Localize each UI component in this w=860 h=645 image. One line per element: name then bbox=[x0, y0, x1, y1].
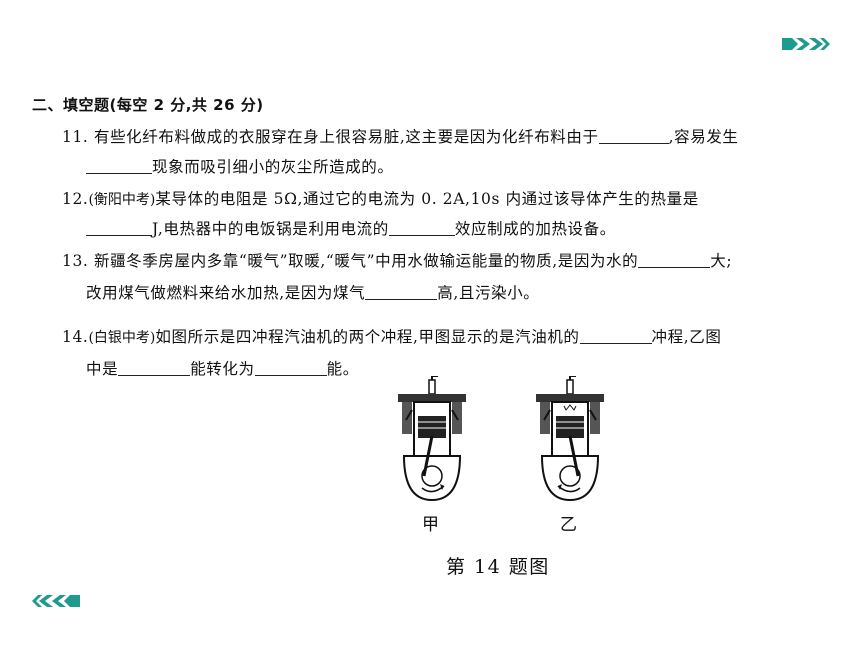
answer-blank[interactable] bbox=[388, 221, 455, 236]
answer-blank[interactable] bbox=[365, 285, 438, 300]
question-11-line-2: 现象而吸引细小的灰尘所造成的。 bbox=[86, 155, 394, 177]
question-source: (白银中考) bbox=[88, 330, 156, 346]
answer-blank[interactable] bbox=[579, 329, 652, 344]
answer-blank[interactable] bbox=[86, 159, 152, 174]
next-page-arrows-icon[interactable] bbox=[782, 37, 830, 51]
question-11-line-1: 11. 有些化纤布料做成的衣服穿在身上很容易脏,这主要是因为化纤布料由于,容易发… bbox=[62, 128, 739, 146]
question-source: (衡阳中考) bbox=[88, 192, 156, 208]
question-13-line-1: 13. 新疆冬季房屋内多靠“暖气”取暖,“暖气”中用水做输运能量的物质,是因为水… bbox=[62, 252, 733, 270]
section-title: 二、填空题(每空 2 分,共 26 分) bbox=[32, 96, 264, 114]
figure-label-right: 乙 bbox=[560, 515, 577, 535]
engine-diagram-a bbox=[398, 376, 466, 502]
answer-blank[interactable] bbox=[598, 129, 669, 144]
answer-blank[interactable] bbox=[638, 253, 711, 268]
engine-diagram-b bbox=[536, 376, 604, 502]
question-14-line-1: 14.(白银中考)如图所示是四冲程汽油机的两个冲程,甲图显示的是汽油机的冲程,乙… bbox=[62, 328, 722, 346]
figure-label-left: 甲 bbox=[422, 515, 439, 535]
figure-caption: 第 14 题图 bbox=[446, 556, 550, 578]
question-13-line-2: 改用煤气做燃料来给水加热,是因为煤气高,且污染小。 bbox=[86, 284, 540, 302]
answer-blank[interactable] bbox=[118, 361, 191, 376]
previous-page-arrows-icon[interactable] bbox=[32, 594, 80, 608]
answer-blank[interactable] bbox=[254, 361, 327, 376]
question-12-line-2: J,电热器中的电饭锅是利用电流的效应制成的加热设备。 bbox=[86, 217, 616, 239]
question-12-line-1: 12.(衡阳中考)某导体的电阻是 5Ω,通过它的电流为 0. 2A,10s 内通… bbox=[62, 190, 699, 208]
question-14-line-2: 中是能转化为能。 bbox=[86, 360, 359, 378]
answer-blank[interactable] bbox=[86, 221, 152, 236]
